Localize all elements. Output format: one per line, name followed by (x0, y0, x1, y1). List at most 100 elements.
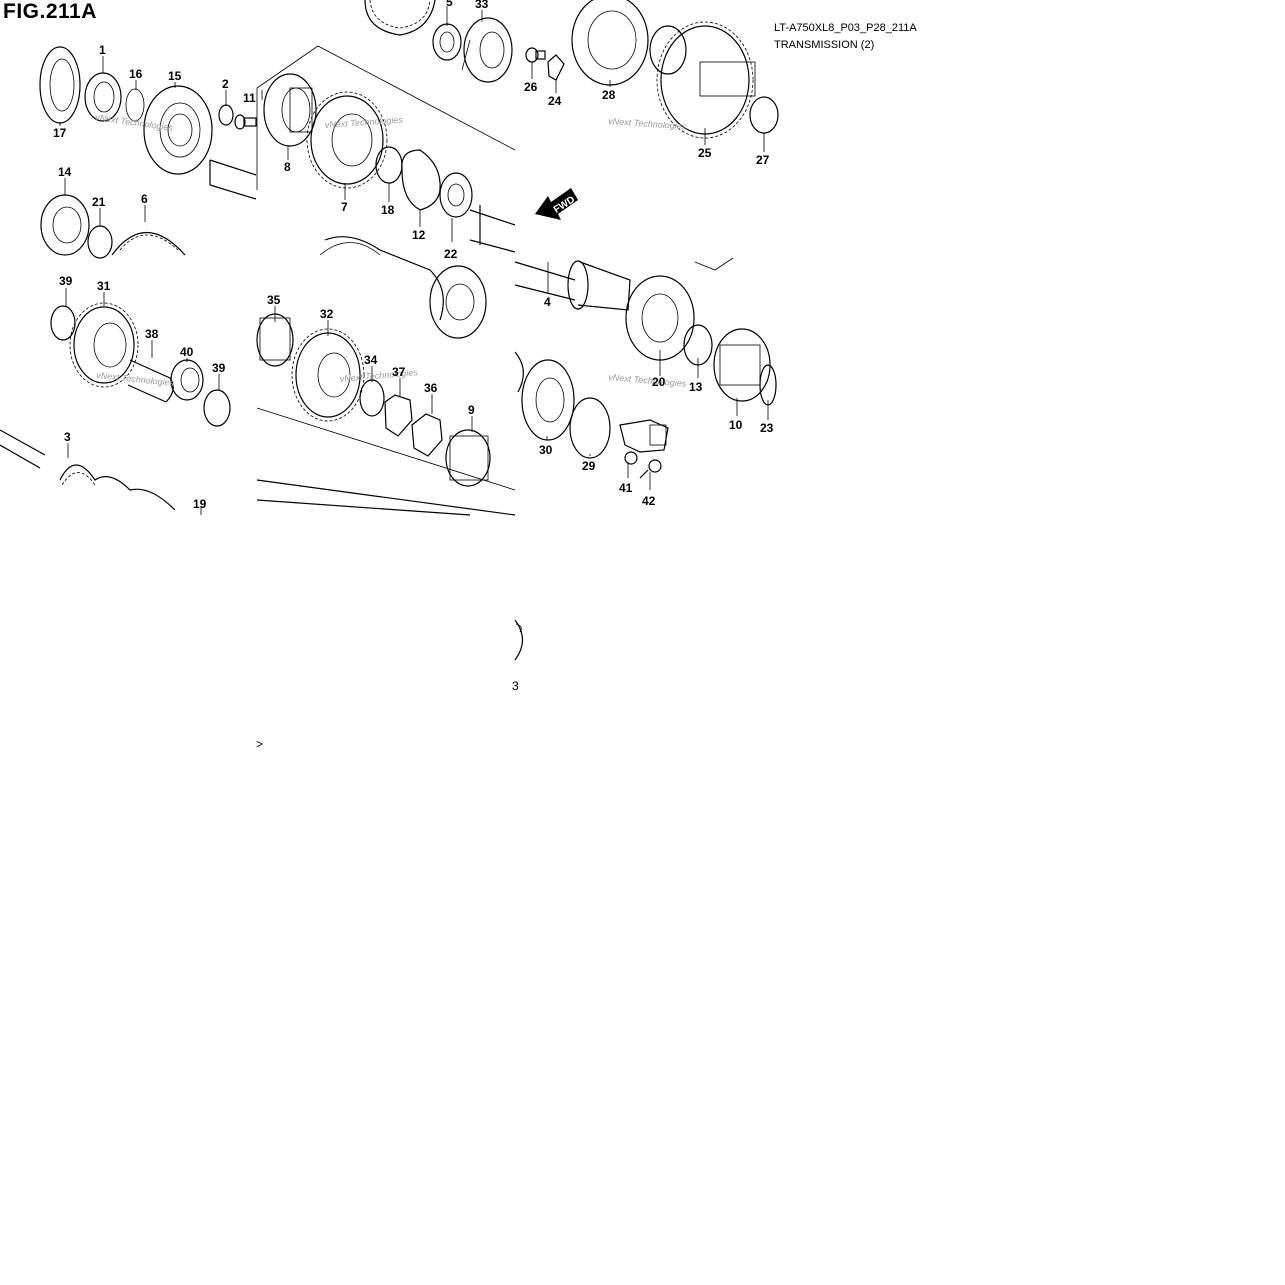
callout-33[interactable]: 33 (475, 0, 489, 11)
oil-seal-29[interactable] (569, 397, 611, 459)
callout-38[interactable]: 38 (145, 327, 159, 341)
circlip-23[interactable] (759, 364, 777, 406)
callout-13[interactable]: 13 (689, 380, 703, 394)
panel-top-center (256, 45, 516, 256)
callout-3[interactable]: 3 (64, 430, 71, 444)
callout-6[interactable]: 6 (141, 192, 148, 206)
lock-washer-12[interactable] (401, 149, 441, 211)
watermark-5: vNext Technologies (339, 367, 418, 384)
washer-36[interactable] (411, 413, 443, 457)
callout-11[interactable]: 11 (243, 91, 256, 105)
callout-10[interactable]: 10 (729, 418, 743, 432)
plate-24[interactable] (547, 54, 565, 81)
callout-12[interactable]: 12 (412, 228, 426, 242)
callout-9[interactable]: 9 (468, 403, 475, 417)
bearing-22-lower[interactable] (429, 265, 487, 339)
callout-4[interactable]: 4 (544, 295, 551, 309)
callout-26[interactable]: 26 (524, 80, 538, 94)
fwd-arrow: FWD (535, 188, 578, 220)
bolt-42[interactable] (639, 459, 662, 479)
bushing-34[interactable] (359, 379, 385, 417)
shaft-section (469, 205, 516, 253)
callout-22[interactable]: 22 (444, 247, 458, 261)
gear-6[interactable] (111, 232, 186, 256)
bearing-14[interactable] (40, 194, 90, 256)
callout-7[interactable]: 7 (341, 200, 348, 214)
bearing-30[interactable] (521, 359, 575, 441)
needle-bearing-40[interactable] (170, 359, 204, 401)
callout-32[interactable]: 32 (320, 307, 334, 321)
bushing-18[interactable] (375, 146, 403, 184)
watermark-4: vNext Technologies (96, 370, 175, 388)
washer-21[interactable] (87, 225, 113, 259)
callout-30[interactable]: 30 (539, 443, 553, 457)
callout-1[interactable]: 1 (99, 43, 106, 57)
callout-8[interactable]: 8 (284, 160, 291, 174)
callout-25[interactable]: 25 (698, 146, 712, 160)
callout-17[interactable]: 17 (53, 126, 67, 140)
fragment-lower (514, 619, 524, 661)
callout-42[interactable]: 42 (642, 494, 656, 508)
lock-washer-37[interactable] (384, 394, 413, 437)
washer-39[interactable] (50, 305, 76, 341)
model-code: LT-A750XL8_P03_P28_211A (774, 22, 917, 34)
gear-9[interactable] (445, 429, 491, 487)
callout-18[interactable]: 18 (381, 203, 395, 217)
bearing-15[interactable] (143, 85, 213, 175)
callout-23[interactable]: 23 (760, 421, 774, 435)
callout-31[interactable]: 31 (97, 279, 111, 293)
callout-24[interactable]: 24 (548, 94, 562, 108)
panel-top-left (39, 46, 257, 259)
o-ring-41[interactable] (624, 451, 638, 465)
callout-2[interactable]: 2 (222, 77, 229, 91)
callout-16[interactable]: 16 (129, 67, 143, 81)
watermark-3: vNext Technologies (608, 116, 687, 131)
collar-5[interactable] (432, 23, 462, 61)
callout-40[interactable]: 40 (180, 345, 194, 359)
callout-14[interactable]: 14 (58, 165, 72, 179)
watermark-1: vNext Technologies (95, 112, 174, 133)
stray-mark-3: 3 (512, 679, 519, 693)
washer-2[interactable] (218, 104, 234, 126)
callout-41[interactable]: 41 (619, 481, 633, 495)
callout-37[interactable]: 37 (392, 365, 406, 379)
bolt-26[interactable] (525, 47, 546, 63)
callout-20[interactable]: 20 (652, 375, 666, 389)
callout-36[interactable]: 36 (424, 381, 438, 395)
shift-fork-33[interactable] (461, 17, 513, 83)
callout-labels: 1 16 15 2 11 17 14 21 6 8 7 18 12 22 5 3… (53, 0, 774, 511)
washer-39b[interactable] (203, 389, 231, 427)
callout-39b[interactable]: 39 (212, 361, 226, 375)
circlip-16[interactable] (125, 88, 145, 122)
gear-8[interactable] (263, 73, 317, 147)
callout-35[interactable]: 35 (267, 293, 281, 307)
callout-15[interactable]: 15 (168, 69, 182, 83)
output-shaft-4[interactable] (514, 260, 631, 311)
callout-39[interactable]: 39 (59, 274, 73, 288)
watermark-6: vNext Technologies (608, 372, 687, 389)
callout-19[interactable]: 19 (193, 497, 207, 511)
figure-title: FIG.211A (3, 0, 97, 23)
oil-seal-27[interactable] (749, 96, 779, 134)
stray-mark-caret: > (256, 737, 263, 751)
section-name: TRANSMISSION (2) (774, 39, 875, 51)
panel-mid-left (0, 288, 231, 515)
panel-mid-center (256, 236, 549, 516)
gear-7[interactable] (306, 91, 388, 189)
callout-5[interactable]: 5 (446, 0, 453, 9)
bearing-28[interactable] (571, 0, 649, 86)
callout-27[interactable]: 27 (756, 153, 770, 167)
callout-28[interactable]: 28 (602, 88, 616, 102)
gear-31[interactable] (69, 302, 139, 388)
callout-29[interactable]: 29 (582, 459, 596, 473)
gear-10[interactable] (713, 328, 771, 402)
shaft-spline (209, 159, 257, 200)
countershaft-3[interactable] (0, 429, 46, 469)
speed-sensor[interactable] (619, 419, 669, 453)
bolt-11[interactable] (234, 114, 257, 130)
washer-22[interactable] (439, 172, 473, 218)
callout-34[interactable]: 34 (364, 353, 378, 367)
callout-21[interactable]: 21 (92, 195, 106, 209)
